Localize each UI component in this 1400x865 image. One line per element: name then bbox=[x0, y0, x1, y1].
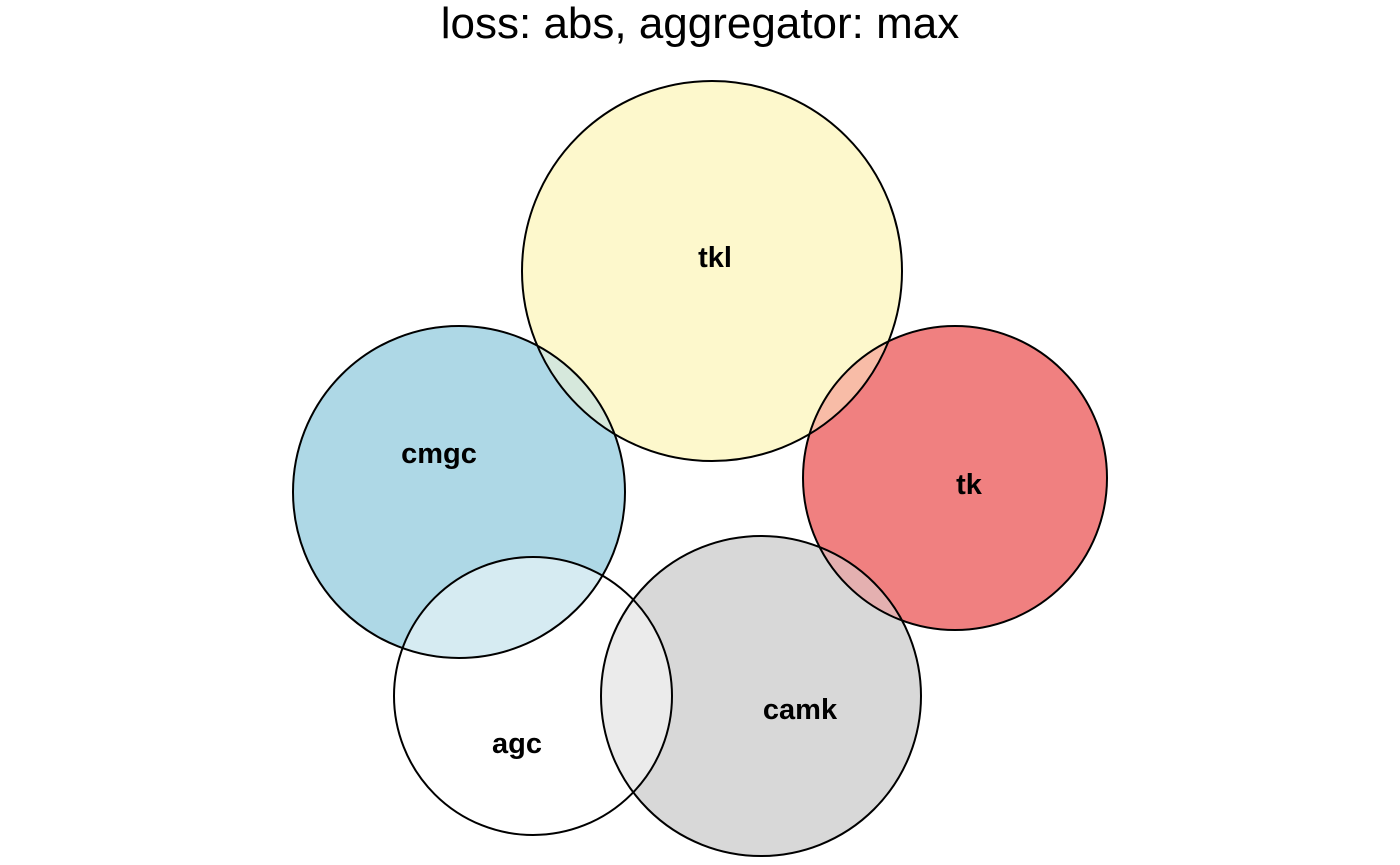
set-outline-agc bbox=[393, 556, 673, 836]
diagram-title: loss: abs, aggregator: max bbox=[441, 0, 959, 48]
set-label-camk: camk bbox=[763, 694, 838, 726]
set-circle-tkl bbox=[522, 81, 902, 461]
set-outline-camk bbox=[600, 535, 922, 857]
set-circle-tk bbox=[803, 326, 1107, 630]
set-outline-tk bbox=[802, 325, 1108, 631]
set-label-agc: agc bbox=[492, 728, 542, 760]
set-outline-tkl bbox=[521, 80, 903, 462]
set-circle-camk bbox=[601, 536, 921, 856]
set-outline-cmgc bbox=[292, 325, 626, 659]
set-label-cmgc: cmgc bbox=[401, 438, 477, 470]
set-label-tk: tk bbox=[956, 469, 983, 501]
set-label-tkl: tkl bbox=[698, 242, 732, 274]
